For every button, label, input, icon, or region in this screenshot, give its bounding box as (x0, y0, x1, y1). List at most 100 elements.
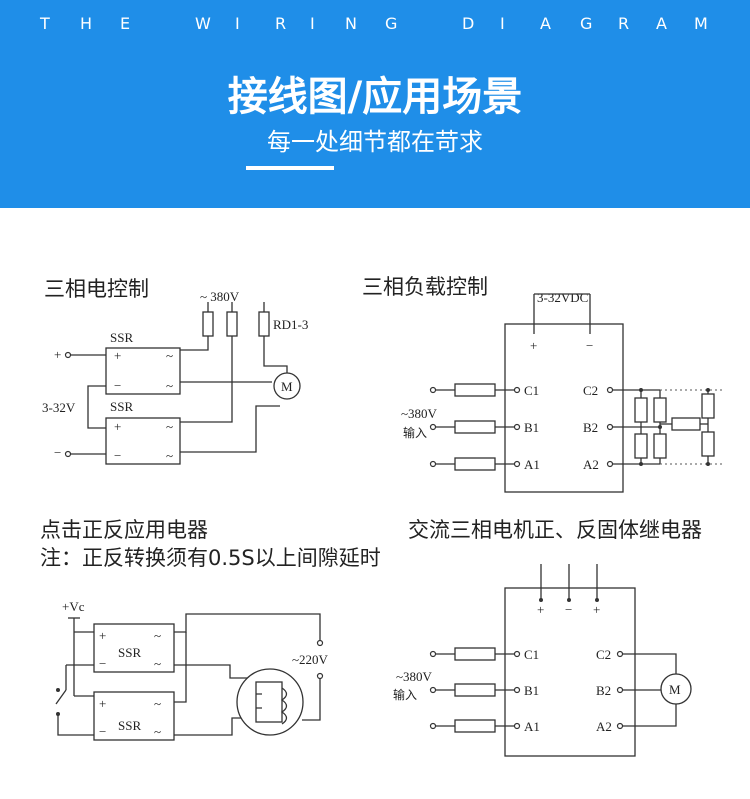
wire (180, 336, 209, 351)
fuse (454, 683, 496, 697)
terminal-a2 (606, 460, 614, 468)
panel-forward-reverse: 点击正反应用电器 注：正反转换须有0.5S以上间隙延时 +Vc + − SSR … (40, 518, 381, 741)
ssr-top-minus: − (99, 656, 106, 671)
ssr-top-plus: + (114, 348, 121, 363)
load-resistor (634, 433, 648, 459)
ssr-module-bottom (105, 417, 181, 465)
terminal-input (429, 686, 437, 694)
panel2-title: 三相负载控制 (362, 275, 488, 299)
terminal-input (429, 423, 437, 431)
panel-motor-forward-reverse: 交流三相电机正、反固体继电器 + − + C1 ~380V 输入 B1 A1 (393, 518, 702, 757)
kicker-letter: G (580, 14, 594, 33)
load-resistor (701, 431, 715, 457)
kicker-letter: W (195, 14, 212, 33)
relay-minus: − (586, 338, 593, 353)
ssr-top-minus: − (114, 378, 121, 393)
load-resistor (671, 417, 701, 431)
fuse (454, 719, 496, 733)
ssr-bottom-tilde-in: ~ (166, 419, 173, 434)
ssr-bottom-minus: − (114, 448, 121, 463)
terminal-control-minus (64, 450, 72, 458)
ssr-top-label: SSR (110, 330, 133, 345)
fuse (202, 311, 214, 337)
ssr-module-top (105, 347, 181, 395)
terminal-b2 (616, 686, 624, 694)
ssr-top-plus: + (99, 628, 106, 643)
terminal-a1 (513, 460, 521, 468)
dc-voltage-label: 3-32VDC (537, 290, 588, 305)
kicker-letter: R (618, 14, 631, 33)
wire (302, 678, 321, 721)
panel3-note: 注：正反转换须有0.5S以上间隙延时 (40, 546, 381, 570)
junction (658, 425, 662, 429)
kicker-letter: N (345, 14, 358, 33)
wire (87, 385, 106, 429)
terminal-a2 (616, 722, 624, 730)
ssr-bottom-tilde-out: ~ (166, 448, 173, 463)
wire (174, 664, 248, 679)
ssr-bottom-minus: − (99, 724, 106, 739)
junction (706, 388, 710, 392)
terminal-input (429, 650, 437, 658)
terminal-b2 (606, 423, 614, 431)
ssr-top-tilde-out: ~ (154, 656, 161, 671)
wire (180, 336, 233, 423)
page-subtitle: 每一处细节都在苛求 (267, 128, 483, 156)
control-plus-sign: + (54, 347, 61, 362)
load-resistor (653, 433, 667, 459)
label-b2: B2 (583, 420, 598, 435)
wire (263, 336, 288, 374)
ssr-bottom-tilde-out: ~ (154, 724, 161, 739)
terminal-input (429, 386, 437, 394)
ac-voltage-label: ~220V (292, 652, 329, 667)
wire (174, 717, 248, 736)
panel4-title: 交流三相电机正、反固体继电器 (408, 518, 702, 542)
ac-motor (236, 668, 304, 736)
relay-plus-2: + (593, 602, 600, 617)
load-resistor (634, 397, 648, 423)
relay-minus: − (565, 602, 572, 617)
terminal-ac (316, 639, 324, 647)
wire (622, 704, 677, 727)
title-underline (246, 166, 334, 170)
page-title: 接线图/应用场景 (227, 74, 523, 120)
kicker-letter: G (385, 14, 399, 33)
label-a2: A2 (596, 719, 612, 734)
header-banner: T H E W I R I N G D I A G R A M 接线图/应用场景… (0, 0, 750, 208)
ssr-top-tilde-in: ~ (154, 628, 161, 643)
terminal (567, 598, 571, 602)
terminal-a1 (513, 722, 521, 730)
kicker-letter: E (120, 14, 132, 33)
terminal-control-plus (64, 351, 72, 359)
wire (622, 653, 677, 674)
terminal (595, 598, 599, 602)
relay-body (504, 587, 636, 757)
relay-plus-1: + (537, 602, 544, 617)
kicker-letter: I (310, 14, 316, 33)
ssr-module-bottom (93, 691, 175, 741)
kicker-letter: I (235, 14, 241, 33)
fuse (454, 383, 496, 397)
fuse-rating-label: RD1-3 (273, 317, 308, 332)
kicker-letter: D (462, 14, 476, 33)
kicker-letter: T (40, 14, 51, 33)
supply-voltage-label: ~ 380V (200, 289, 240, 304)
ssr-bottom-plus: + (99, 696, 106, 711)
ssr-top-tilde-out: ~ (166, 378, 173, 393)
wiring-diagrams: 三相电控制 SSR + − ~ ~ SSR + − ~ ~ + 3-32V − … (40, 275, 724, 757)
terminal-c1 (513, 386, 521, 394)
ssr-bottom-plus: + (114, 419, 121, 434)
switch-contact (55, 689, 67, 705)
label-b1: B1 (524, 420, 539, 435)
label-c1: C1 (524, 383, 539, 398)
terminal-b1 (513, 686, 521, 694)
junction (639, 462, 643, 466)
control-minus-sign: − (54, 445, 61, 460)
kicker-letter: M (694, 14, 709, 33)
load-resistor (653, 397, 667, 423)
wire (174, 613, 321, 640)
ssr-bottom-tilde-in: ~ (154, 696, 161, 711)
motor-capacitor (256, 693, 262, 709)
panel-three-phase-load: 三相负载控制 3-32VDC + − C1 ~380V 输入 B1 A1 C2 … (362, 275, 724, 493)
motor (273, 372, 301, 400)
